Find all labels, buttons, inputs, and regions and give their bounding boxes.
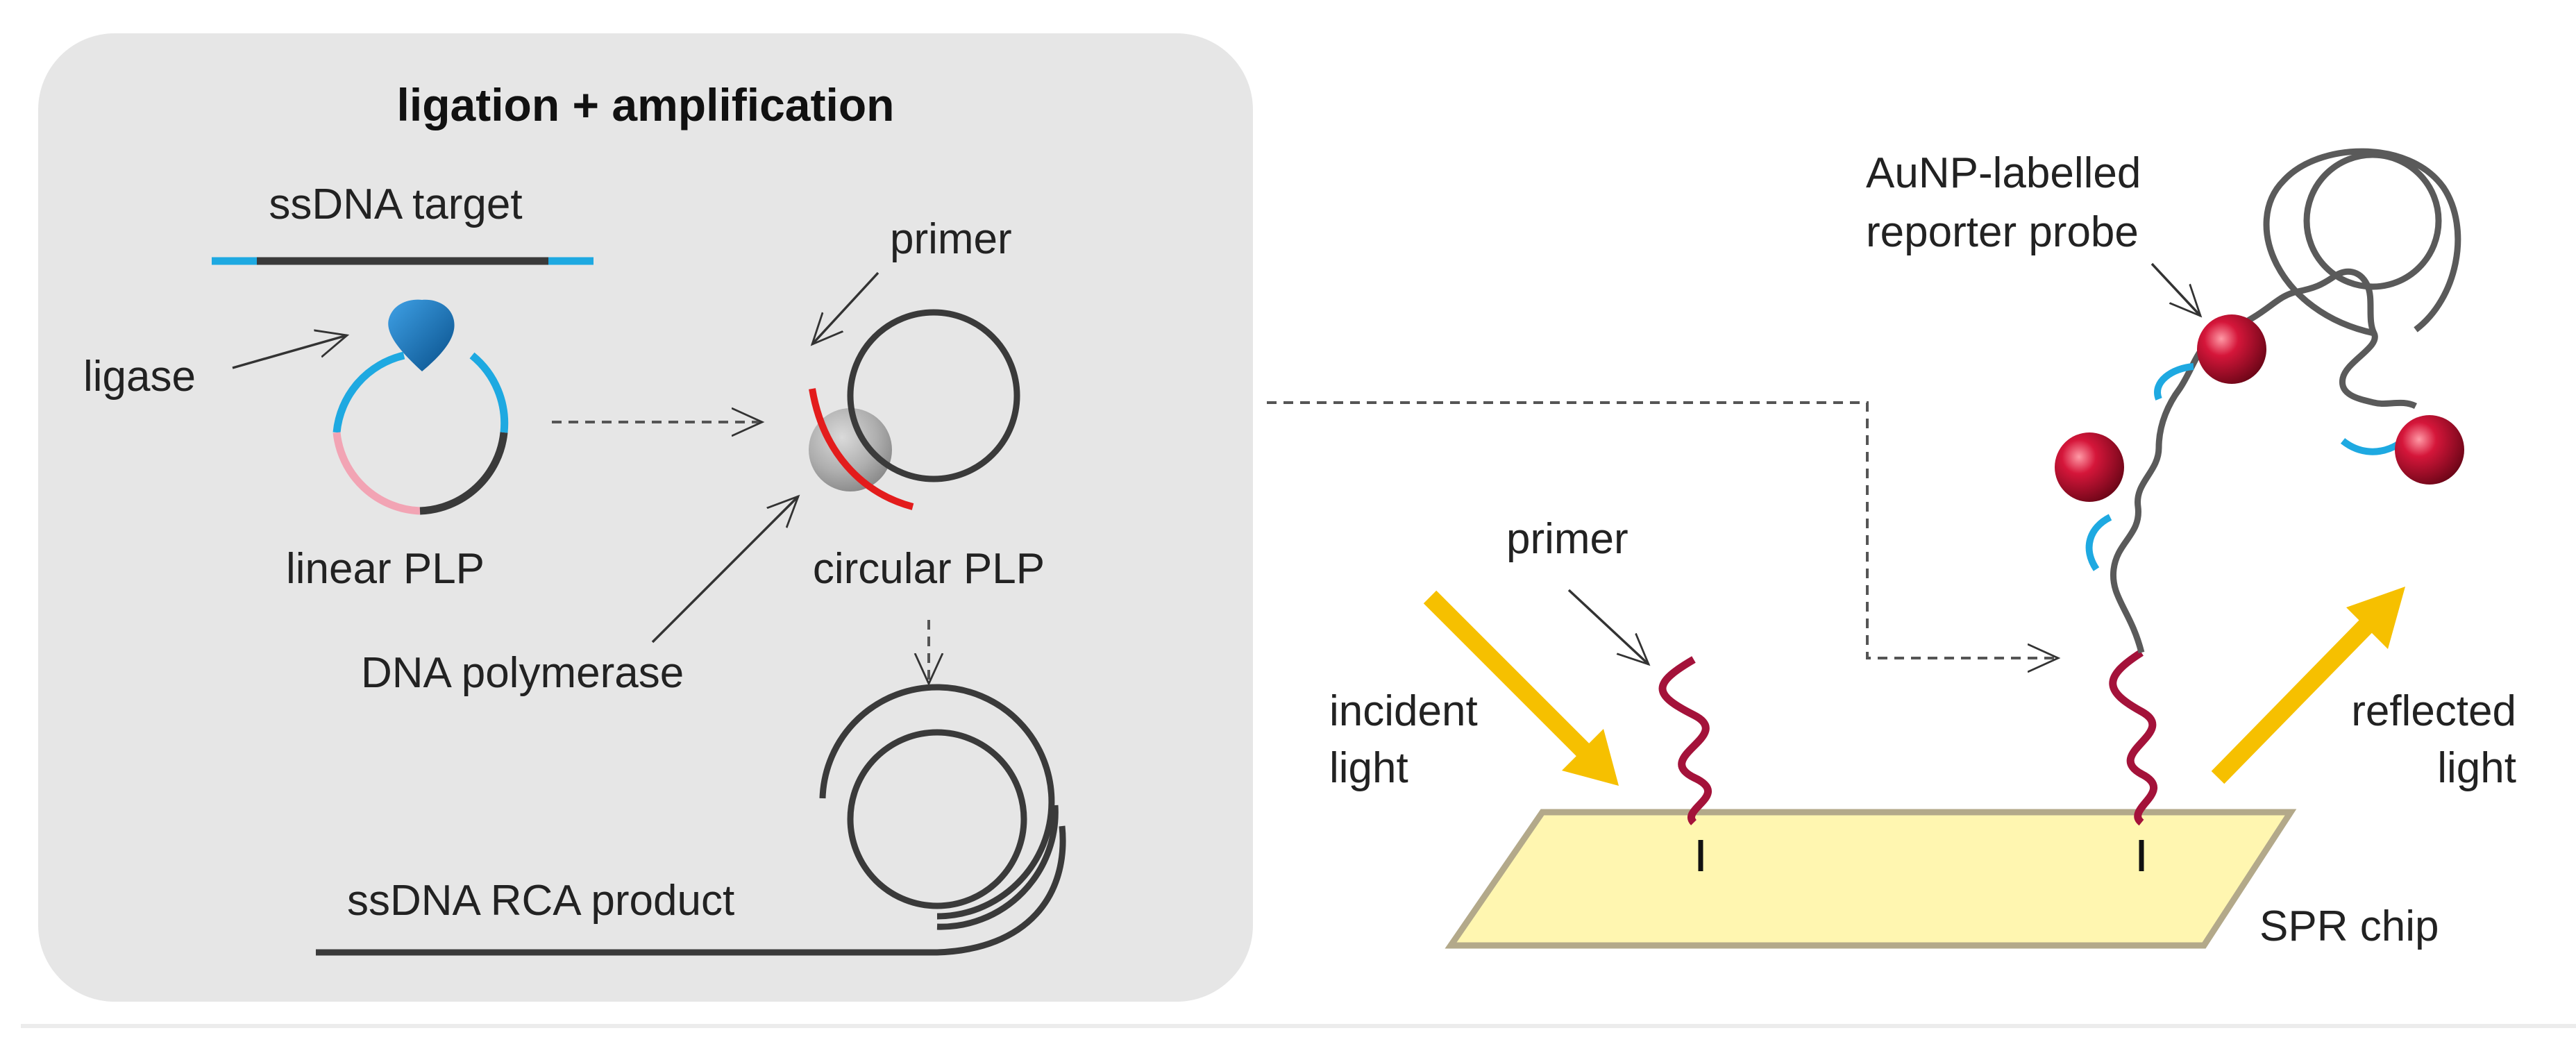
rca-product-coil [316, 684, 1066, 956]
primer-strand-left [809, 388, 914, 510]
primer-pointer-arrow-chip [1567, 589, 1649, 664]
reporter-pointer-arrow [2150, 262, 2200, 316]
reporter-probe-strand-2 [2154, 363, 2194, 401]
dna-polymerase-label: DNA polymerase [361, 649, 684, 697]
incident-light-arrow [1423, 590, 1603, 771]
reflected-light-arrowhead [2346, 587, 2405, 649]
rca-product-on-chip [2110, 268, 2418, 654]
circular-plp [847, 309, 1020, 482]
ligase-pointer-arrow [232, 335, 347, 369]
spr-chip [1445, 809, 2297, 949]
panel-to-chip-connector [1267, 401, 2058, 658]
reflected-light-arrow [2211, 611, 2381, 784]
circular-plp-label: circular PLP [813, 545, 1045, 593]
linear-plp [332, 351, 509, 515]
polymerase-icon [809, 408, 892, 491]
reflected-light-label-line2: light [2437, 744, 2516, 792]
ligase-icon [388, 299, 455, 371]
surface-primer [1658, 656, 1712, 825]
amplification-panel [38, 33, 1253, 1002]
incident-light-arrowhead [1562, 729, 1619, 786]
spr-chip-label: SPR chip [2259, 902, 2439, 950]
primer-label-left: primer [890, 215, 1012, 263]
ssdna-target-label: ssDNA target [269, 180, 522, 228]
panel-title: ligation + amplification [397, 79, 895, 131]
gold-nanoparticle-3 [2395, 415, 2464, 485]
gold-nanoparticle-2 [2197, 314, 2266, 384]
rca-product-loop-inner [2303, 151, 2442, 290]
reporter-probe-strand-1 [2085, 514, 2112, 571]
extended-primer [2109, 649, 2157, 826]
reflected-light-label-line1: reflected [2351, 687, 2516, 735]
linear-plp-label: linear PLP [286, 545, 485, 593]
polymerase-pointer-arrow [651, 496, 798, 643]
reporter-probe-label-line2: reporter probe [1866, 208, 2139, 256]
incident-light-label-line2: light [1329, 744, 1408, 792]
rca-product-label: ssDNA RCA product [347, 877, 734, 925]
gold-nanoparticle-1 [2055, 432, 2124, 502]
rca-product-loop [2263, 148, 2461, 337]
primer-label-chip: primer [1506, 515, 1628, 563]
reporter-probe-strand-3 [2340, 437, 2400, 455]
incident-light-label-line1: incident [1329, 687, 1478, 735]
primer-pointer-arrow-left [812, 271, 879, 344]
ligase-label: ligase [83, 353, 196, 401]
reporter-probe-label-line1: AuNP-labelled [1866, 149, 2141, 197]
bottom-divider [21, 1024, 2576, 1028]
